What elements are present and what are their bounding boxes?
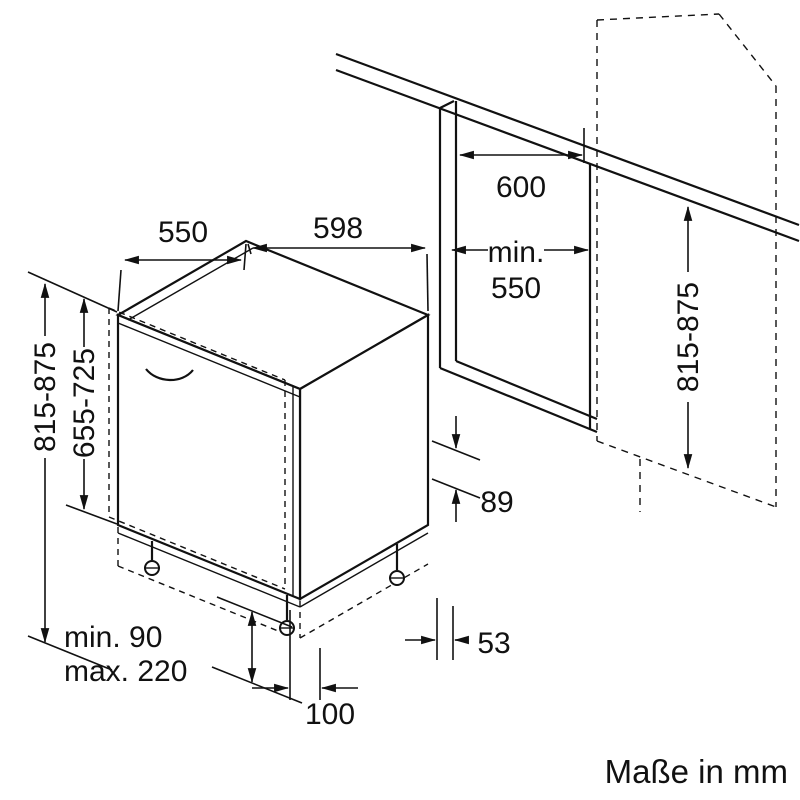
- dim-label-plinth-min: min. 90: [64, 621, 162, 654]
- dim-100: 100: [252, 610, 358, 731]
- cabinet-dashed-outline: [596, 13, 777, 512]
- dim-height-815-875-left: 815-875: [27, 271, 118, 671]
- niche-side-panel-top-edge: [439, 100, 455, 109]
- dim-door-height-655-725: 655-725: [65, 297, 118, 525]
- units-note: Maße in mm: [605, 753, 788, 790]
- cabinet-edge: [718, 13, 777, 87]
- dim-label-100: 100: [305, 698, 355, 731]
- door-top-inner-line: [117, 322, 301, 398]
- dim-label-53: 53: [477, 627, 510, 660]
- dim-niche-width-600: 600: [458, 128, 585, 204]
- dim-plinth-min-max: min. 90 max. 220: [64, 596, 303, 704]
- panel-edge: [108, 516, 286, 590]
- dim-front-width-598: 598: [247, 212, 429, 312]
- extension-line: [426, 253, 429, 312]
- extension-line: [117, 269, 122, 312]
- dim-label-front-width: 598: [313, 212, 363, 245]
- dim-niche-height-815-875-right: 815-875: [672, 205, 705, 470]
- countertop: [335, 52, 800, 243]
- dishwasher: [108, 239, 431, 639]
- extension-line: [431, 440, 481, 461]
- extension-line: [65, 504, 118, 525]
- panel-edge: [108, 307, 286, 381]
- niche: [438, 100, 598, 434]
- dim-label-door-height: 655-725: [68, 348, 101, 458]
- dim-label-height-left: 815-875: [29, 342, 62, 452]
- cabinet-edge: [596, 440, 777, 508]
- plinth-edge: [117, 565, 289, 636]
- dim-89: 89: [431, 416, 514, 522]
- countertop-top-edge: [335, 52, 800, 227]
- extension-line: [211, 666, 303, 704]
- dim-label-plinth-max: max. 220: [64, 655, 187, 688]
- dim-label-top-depth: 550: [158, 216, 208, 249]
- dim-label-niche-width: 600: [496, 171, 546, 204]
- base-plinth: [117, 527, 429, 639]
- niche-floor-front-edge: [439, 366, 598, 434]
- dim-top-depth-550: 550: [117, 216, 247, 312]
- side-bottom-inner-line: [299, 532, 429, 608]
- extension-line: [216, 596, 293, 628]
- extension-line: [27, 271, 118, 313]
- door-bottom-inner-line: [117, 532, 301, 608]
- extension-line: [243, 243, 247, 271]
- dim-label-niche-min-value: 550: [491, 272, 541, 305]
- dim-label-niche-min: min.: [488, 236, 545, 269]
- dim-label-89: 89: [480, 486, 513, 519]
- cabinet-edge: [596, 13, 720, 21]
- extension-line: [431, 478, 481, 499]
- plinth-edge: [299, 563, 429, 639]
- extension-line: [247, 243, 252, 255]
- dim-53: 53: [405, 598, 511, 660]
- dim-label-niche-height: 815-875: [672, 282, 705, 392]
- dimensions: 550 598 600 min. 550 815-875: [27, 128, 705, 731]
- furniture-door-dashed-outline: [108, 307, 286, 590]
- niche-floor-back-edge: [455, 359, 598, 421]
- dim-niche-depth-min-550: min. 550: [450, 236, 590, 305]
- dishwasher-front-face: [116, 313, 302, 601]
- door-handle-icon: [145, 368, 194, 382]
